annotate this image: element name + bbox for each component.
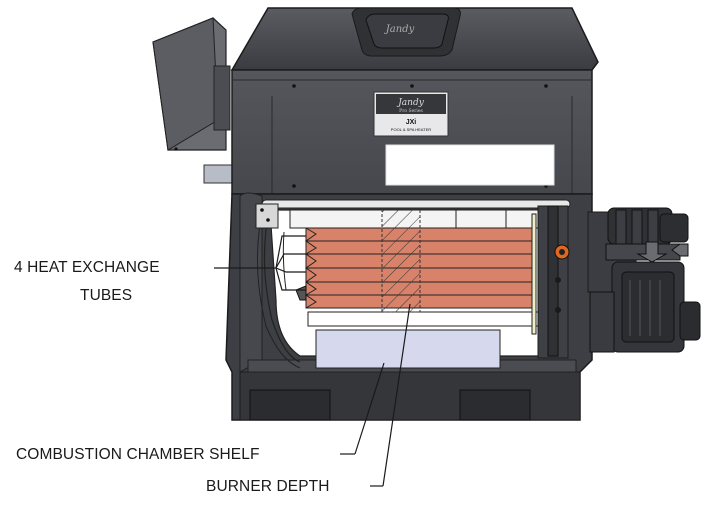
right-header	[531, 205, 570, 359]
side-pipe	[203, 164, 235, 184]
burner-depth-area	[381, 207, 421, 313]
callout-combustion-shelf: COMBUSTION CHAMBER SHELF	[16, 446, 260, 463]
callout-burner-depth: BURNER DEPTH	[206, 478, 330, 495]
heater-lid: Jandy	[230, 7, 599, 71]
shelf-strip	[307, 311, 539, 327]
vent-hood	[152, 17, 231, 151]
plate-description: POOL & SPA HEATER	[391, 127, 431, 132]
plate-logo: Jandy	[396, 98, 425, 108]
blank-label	[385, 144, 555, 186]
lid-logo: Jandy	[384, 24, 415, 35]
brand-plate: Jandy Pro Series JXi POOL & SPA HEATER	[373, 91, 449, 137]
plate-tagline: Pro Series	[399, 108, 423, 114]
pump-assembly	[587, 207, 701, 353]
plate-model: JXi	[406, 119, 417, 126]
leader-lines	[214, 235, 411, 487]
combustion-chamber-shelf	[315, 329, 501, 369]
manifold-tube	[261, 199, 571, 209]
callout-heat-exchange-line2: TUBES	[80, 287, 133, 304]
callout-heat-exchange-line1: 4 HEAT EXCHANGE	[14, 259, 160, 276]
